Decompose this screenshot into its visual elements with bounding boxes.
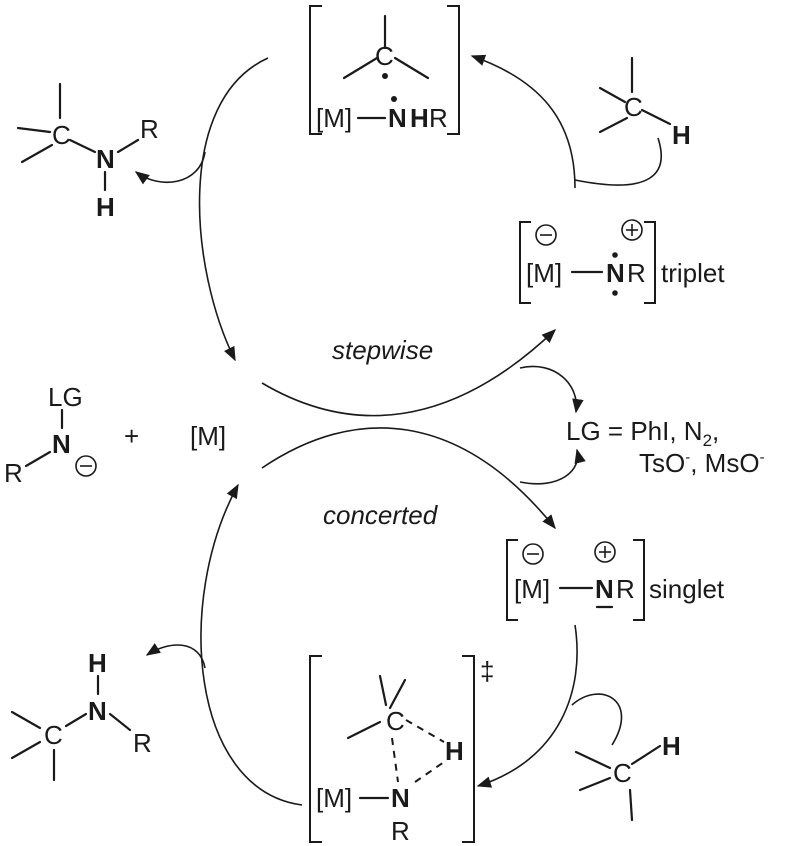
- carbon-atom: C: [613, 758, 632, 788]
- substrate-uptake-arrow-upper: [574, 137, 663, 186]
- hydrogen-atom: H: [672, 120, 691, 150]
- triplet-nitrene-intermediate: [M] N R triplet: [519, 219, 725, 304]
- carbon-atom: C: [44, 720, 63, 750]
- nitrogen-atom: N: [88, 696, 107, 726]
- upper-cycle-right-arc: [470, 54, 576, 189]
- lg-release-arrow-upper: [519, 365, 584, 414]
- hydrogen-atom: H: [410, 103, 429, 133]
- product-release-arrow-lower: [145, 643, 206, 669]
- product-release-arrow-upper: [134, 151, 206, 185]
- metal-label: [M]: [526, 258, 562, 288]
- hydrogen-atom: H: [662, 731, 681, 761]
- lg-definition-line1: LG = PhI, N2,: [566, 416, 719, 450]
- stepwise-label: stepwise: [332, 335, 433, 365]
- metal-label: [M]: [514, 574, 550, 604]
- minus-charge: [75, 455, 97, 477]
- singlet-nitrene-intermediate: [M] N R singlet: [506, 539, 725, 621]
- r-group: R: [391, 816, 410, 846]
- radical-dot: [382, 73, 388, 79]
- minus-charge: [535, 224, 557, 246]
- nitrogen-atom: N: [388, 103, 407, 133]
- nitrogen-atom: N: [96, 144, 115, 174]
- ch-substrate-lower: C H: [574, 731, 681, 822]
- hydrogen-atom: H: [445, 736, 464, 766]
- singlet-label: singlet: [649, 574, 725, 604]
- partial-bond-c-n: [391, 737, 399, 783]
- upper-cycle-left-arc: [198, 57, 269, 362]
- r-group: R: [627, 258, 646, 288]
- hydrogen-atom: H: [88, 648, 107, 678]
- r-group: R: [140, 114, 159, 144]
- lg-definition-line2: TsO-, MsO-: [639, 448, 765, 478]
- minus-charge: [522, 543, 544, 565]
- nitrogen-atom: N: [595, 574, 614, 604]
- partial-bond-c-h: [405, 719, 445, 743]
- plus-charge: [621, 219, 643, 241]
- r-group: R: [133, 728, 152, 758]
- plus-sign: +: [124, 421, 139, 451]
- bracket-left: [506, 539, 518, 621]
- bracket-right: [462, 655, 475, 843]
- hydrogen-atom: H: [96, 192, 115, 222]
- lower-cycle-left-arc: [200, 483, 303, 806]
- nitrene-precursor: LG N R: [4, 382, 97, 488]
- nitrogen-atom: N: [52, 429, 71, 459]
- bracket-left: [519, 221, 531, 304]
- concerted-transition-state: ‡ C H [M] N R: [309, 655, 494, 846]
- amine-product-upper: C N R H: [16, 82, 159, 222]
- radical-pair-intermediate: C [M] N H R: [309, 5, 460, 135]
- bracket-right: [633, 539, 645, 621]
- carbon-atom: C: [624, 92, 643, 122]
- r-group: R: [4, 458, 23, 488]
- lower-cycle-right-arc: [476, 624, 578, 788]
- carbon-atom: C: [386, 706, 405, 736]
- carbon-atom: C: [52, 120, 71, 150]
- r-group: R: [429, 103, 448, 133]
- nitrogen-atom: N: [606, 258, 625, 288]
- leaving-group-definition: LG = PhI, N2, TsO-, MsO-: [566, 416, 765, 478]
- bracket-right: [644, 221, 656, 304]
- unpaired-electron-dot: [612, 252, 618, 258]
- bracket-left: [309, 655, 322, 843]
- partial-bond-n-h: [414, 761, 445, 783]
- double-dagger: ‡: [480, 656, 494, 686]
- metal-label: [M]: [316, 103, 352, 133]
- r-group: R: [616, 574, 635, 604]
- unpaired-electron-dot: [612, 290, 618, 296]
- bracket-left: [309, 5, 322, 135]
- plus-charge: [594, 541, 616, 563]
- lower-cycle-top-arc: [261, 427, 556, 530]
- radical-dot: [391, 96, 397, 102]
- bracket-right: [447, 5, 460, 135]
- upper-cycle-bottom-arc: [261, 329, 557, 417]
- metal-label: [M]: [316, 783, 352, 813]
- concerted-label: concerted: [323, 500, 439, 530]
- ch-substrate-upper: C H: [598, 56, 691, 150]
- amine-product-lower: H N R C: [10, 648, 152, 782]
- triplet-label: triplet: [661, 258, 725, 288]
- metal-catalyst-label: [M]: [190, 421, 226, 451]
- lg-release-arrow-lower: [519, 448, 586, 485]
- nitrogen-atom: N: [391, 783, 410, 813]
- substrate-uptake-arrow-lower: [571, 693, 623, 746]
- leaving-group-label: LG: [48, 382, 83, 412]
- carbon-radical-atom: C: [375, 41, 394, 71]
